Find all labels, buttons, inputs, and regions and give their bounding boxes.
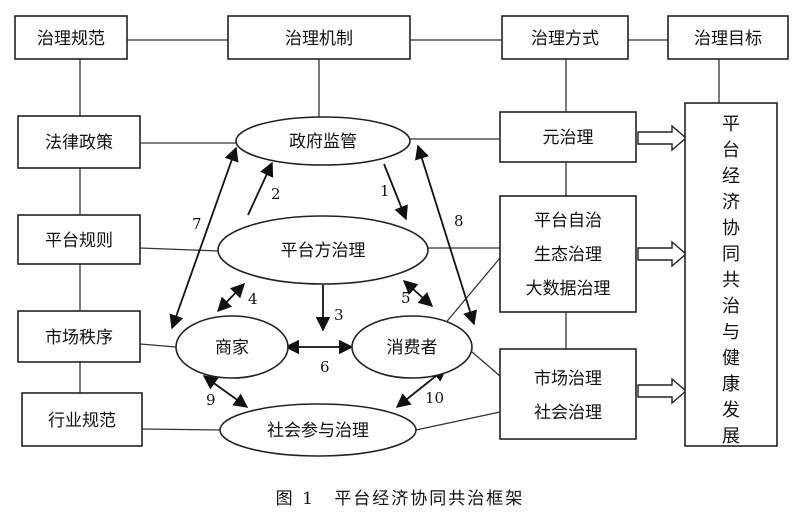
line-consumers-market-box <box>471 351 501 377</box>
box-governance-norms <box>14 15 128 60</box>
label-industry-norms: 行业规范 <box>48 411 116 431</box>
label-governance-goal: 治理目标 <box>694 29 762 49</box>
label-market-governance: 市场治理 <box>534 369 602 389</box>
hollow-arrow-platform-goal <box>637 240 688 268</box>
arrow-label-4: 4 <box>248 290 258 308</box>
label-government-regulation: 政府监管 <box>289 132 357 152</box>
box-governance-goal <box>667 15 789 60</box>
label-governance-mode: 治理方式 <box>531 29 599 49</box>
arrow-7 <box>169 146 239 330</box>
arrow-8 <box>415 144 477 326</box>
governance-framework-diagram: 治理规范 治理机制 治理方式 治理目标 法律政策 平台规则 市场秩序 行业规范 … <box>14 15 789 457</box>
hollow-arrows <box>637 124 688 405</box>
label-consumers: 消费者 <box>387 338 438 358</box>
label-governance-mechanism: 治理机制 <box>285 29 353 49</box>
caption-title: 平台经济协同共治框架 <box>334 489 525 509</box>
arrow-label-5: 5 <box>401 289 411 307</box>
left-column <box>14 15 143 447</box>
arrow-label-8: 8 <box>454 212 464 230</box>
line-social-market-box <box>415 411 501 431</box>
box-goal-body <box>684 102 778 447</box>
label-big-data-governance: 大数据治理 <box>526 279 611 299</box>
label-platform-governance: 平台方治理 <box>281 241 366 261</box>
box-governance-mechanism <box>227 15 411 60</box>
label-goal-vertical: 平台经济协同共治与健康发展 <box>722 114 740 447</box>
box-meta-governance <box>499 111 637 163</box>
figure-caption: 图 1 平台经济协同共治框架 <box>0 484 800 509</box>
line-rules-platform <box>139 247 220 252</box>
label-platform-rules: 平台规则 <box>45 231 113 251</box>
label-laws-policies: 法律政策 <box>45 133 113 153</box>
label-social-governance: 社会治理 <box>534 403 602 423</box>
arrow-label-1: 1 <box>380 182 390 200</box>
label-market-order: 市场秩序 <box>45 328 113 348</box>
label-meta-governance: 元治理 <box>543 128 594 148</box>
hollow-arrow-market-goal <box>637 377 688 405</box>
line-market-merchants <box>139 343 177 348</box>
label-merchants: 商家 <box>215 338 249 358</box>
arrow-4 <box>217 282 245 313</box>
arrow-label-6: 6 <box>320 358 330 376</box>
box-industry-norms <box>21 392 143 447</box>
hollow-arrow-meta-goal <box>637 124 688 152</box>
ellipse-platform-governance <box>217 215 429 285</box>
ellipse-social-participation <box>219 403 417 457</box>
box-laws-policies <box>17 115 141 169</box>
arrow-label-3: 3 <box>334 306 344 324</box>
arrow-label-7: 7 <box>192 215 202 233</box>
ellipse-consumers <box>351 315 473 379</box>
ellipse-government-regulation <box>235 116 411 166</box>
box-platform-rules <box>17 214 141 265</box>
arrow-2 <box>247 161 274 216</box>
label-platform-self-governance: 平台自治 <box>534 211 602 231</box>
line-consumers-platform-box <box>437 257 501 333</box>
ellipse-merchants <box>175 315 289 379</box>
label-social-participation: 社会参与治理 <box>267 421 369 441</box>
label-governance-norms: 治理规范 <box>37 29 105 49</box>
arrow-label-10: 10 <box>425 389 444 407</box>
box-platform-mechanisms <box>499 195 637 313</box>
arrow-9 <box>202 375 249 408</box>
arrow-1 <box>383 163 408 221</box>
interaction-arrows <box>169 144 477 408</box>
line-industry-social <box>141 428 223 431</box>
arrow-label-9: 9 <box>206 391 216 409</box>
caption-figure-number: 图 1 <box>275 489 315 509</box>
label-ecological-governance: 生态治理 <box>534 245 602 265</box>
goal-vertical-text: 平台经济协同共治与健康发展 <box>722 114 740 447</box>
box-governance-mode <box>501 15 629 60</box>
box-market-order <box>17 310 141 363</box>
box-market-social <box>499 348 637 440</box>
arrow-label-2: 2 <box>271 185 281 203</box>
